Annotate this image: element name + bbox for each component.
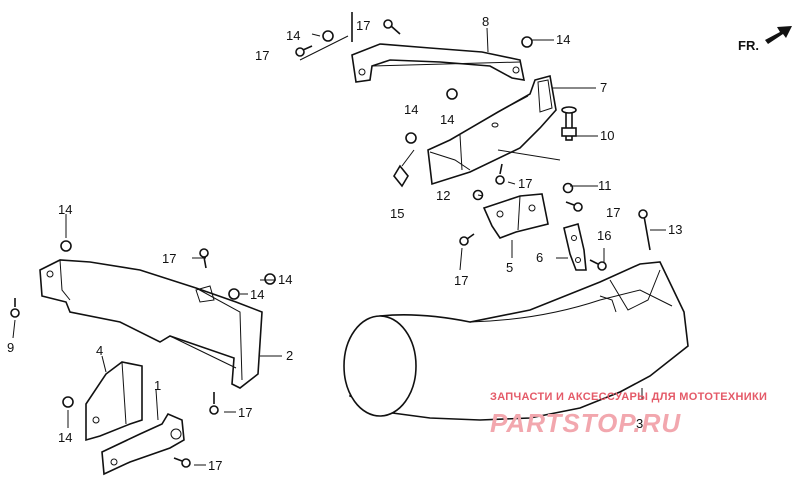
callout-17: 17 [162, 251, 176, 266]
callout-8: 8 [482, 14, 489, 29]
nut-icon [562, 182, 574, 194]
callout-14: 14 [250, 287, 264, 302]
nut-icon [322, 30, 334, 42]
bracket-part-7 [427, 75, 557, 186]
callout-1: 1 [154, 378, 161, 393]
bolt-icon [10, 298, 20, 318]
watermark: ЗАПЧАСТИ И АКСЕССУАРЫ ДЛЯ МОТОТЕХНИКИ PA… [490, 391, 767, 438]
nut-icon [446, 88, 458, 100]
bolt-icon [459, 233, 475, 246]
nut-icon [60, 240, 72, 252]
callout-17: 17 [208, 458, 222, 473]
callout-17: 17 [606, 205, 620, 220]
callout-11: 11 [598, 178, 612, 193]
nut-icon [62, 396, 74, 408]
callout-14: 14 [58, 202, 72, 217]
nut-icon [264, 273, 276, 285]
callout-3: 3 [636, 416, 643, 431]
bracket-part-8 [351, 43, 526, 83]
bracket-part-5 [482, 193, 549, 239]
watermark-brand: PARTSTOP.RU [490, 408, 681, 438]
callout-17: 17 [356, 18, 370, 33]
bracket-part-1 [101, 412, 185, 476]
nut-icon [405, 132, 417, 144]
front-direction-label: FR. [738, 38, 759, 53]
callout-14: 14 [440, 112, 454, 127]
callout-9: 9 [7, 340, 14, 355]
callout-16: 16 [597, 228, 611, 243]
bolt-icon [209, 392, 219, 415]
bolt-icon [199, 248, 209, 269]
callout-4: 4 [96, 343, 103, 358]
rod-part-13 [638, 209, 651, 251]
callout-10: 10 [600, 128, 614, 143]
callout-14: 14 [58, 430, 72, 445]
bolt-icon [495, 163, 505, 185]
tube-part-3 [343, 261, 689, 421]
clip-part-15 [393, 149, 415, 188]
callout-17: 17 [518, 176, 532, 191]
callout-17: 17 [255, 48, 269, 63]
callout-14: 14 [556, 32, 570, 47]
callout-2: 2 [286, 348, 293, 363]
bolt-icon [383, 19, 401, 35]
nut-icon [521, 36, 533, 48]
callout-17: 17 [238, 405, 252, 420]
callout-14: 14 [286, 28, 300, 43]
bolt-icon [589, 259, 607, 271]
nut-icon [228, 288, 240, 300]
callout-14: 14 [278, 272, 292, 287]
bracket-part-4 [85, 361, 143, 442]
leader-line [299, 35, 349, 61]
front-arrow-icon [765, 26, 792, 44]
fasteners [10, 19, 607, 468]
callout-6: 6 [536, 250, 543, 265]
bracket-part-6 [563, 222, 587, 271]
callout-14: 14 [404, 102, 418, 117]
stud-part-10 [561, 106, 577, 141]
callout-13: 13 [668, 222, 682, 237]
leader-lines [12, 27, 666, 466]
callout-7: 7 [600, 80, 607, 95]
front-direction: FR. [738, 26, 792, 53]
callout-5: 5 [506, 260, 513, 275]
callout-12: 12 [436, 188, 450, 203]
callout-17: 17 [454, 273, 468, 288]
bolt-icon [295, 45, 313, 57]
bolt-icon [173, 457, 191, 468]
watermark-caption: ЗАПЧАСТИ И АКСЕССУАРЫ ДЛЯ МОТОТЕХНИКИ [490, 391, 767, 403]
heat-shield-part-2 [39, 259, 263, 389]
callouts: 1 2 3 4 5 6 7 8 9 10 11 12 13 14 14 14 1… [7, 14, 682, 473]
bolt-icon [565, 201, 583, 212]
callout-15: 15 [390, 206, 404, 221]
